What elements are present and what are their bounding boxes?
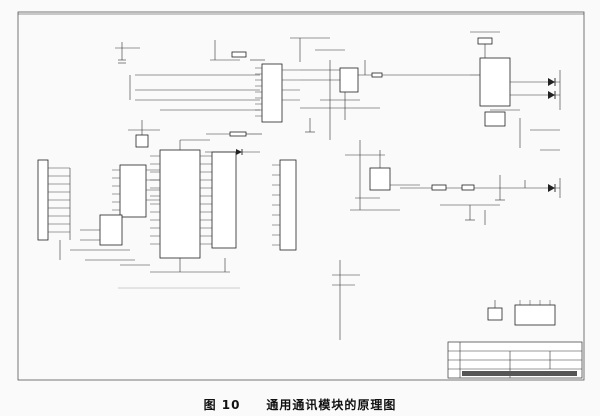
left-connector xyxy=(37,159,71,260)
figure-number: 图 10 xyxy=(203,398,241,412)
mcu xyxy=(150,149,237,273)
schematic-diagram xyxy=(17,11,585,381)
center-connector xyxy=(272,159,297,251)
right-center-driver xyxy=(345,140,420,211)
title-block xyxy=(447,341,583,379)
ic-transceiver-top xyxy=(255,63,300,123)
top-left-block xyxy=(115,40,265,111)
top-center-wiring xyxy=(290,37,470,140)
drawing-frame xyxy=(17,11,585,381)
dip-switch-block xyxy=(487,300,556,326)
top-right-block xyxy=(470,31,561,151)
left-center-ics xyxy=(70,120,160,266)
figure-caption: 图 10 通用通讯模块的原理图 xyxy=(0,396,600,413)
mcu-top-parts xyxy=(179,131,262,155)
right-middle-line xyxy=(400,175,561,225)
figure-title: 通用通讯模块的原理图 xyxy=(266,398,397,412)
vertical-bus xyxy=(332,260,360,340)
